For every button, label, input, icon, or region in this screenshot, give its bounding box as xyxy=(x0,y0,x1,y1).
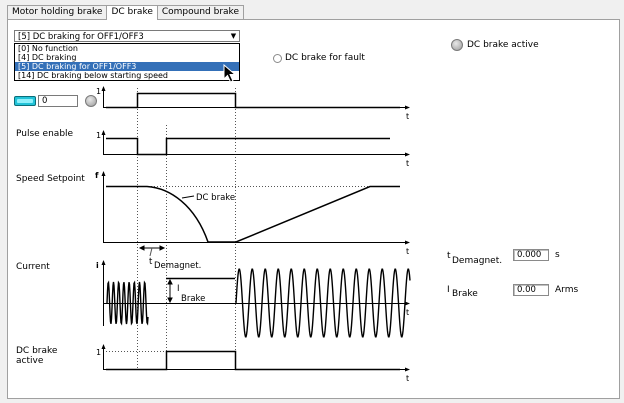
demagnet-arrow-right xyxy=(159,245,166,251)
dc-brake-for-fault-label: DC brake for fault xyxy=(285,53,365,63)
option-dc-braking[interactable]: [4] DC braking xyxy=(18,53,77,62)
axis-label-i: i xyxy=(96,261,99,270)
axis-label-t5: t xyxy=(406,374,409,383)
current-wave-before xyxy=(106,280,149,326)
axis-label-t1: t xyxy=(406,112,409,121)
command-input[interactable]: 0 xyxy=(38,95,78,107)
signal-speed xyxy=(106,185,400,243)
i-brake-sub: Brake xyxy=(452,289,478,299)
arrow-y-active xyxy=(101,344,106,349)
brake-i-label: I xyxy=(177,284,180,294)
signal-dc-brake-active xyxy=(106,350,400,371)
dc-brake-active-led xyxy=(451,39,463,51)
t-demagnet-t: t xyxy=(447,251,451,261)
demagnet-leader xyxy=(149,247,153,257)
arrow-x-pulse xyxy=(405,152,410,157)
i-brake-value: 0.00 xyxy=(513,284,549,296)
dc-brake-leader xyxy=(181,195,195,199)
dc-brake-active-led-label: DC brake active xyxy=(467,40,539,50)
axis-label-t2: t xyxy=(406,159,409,168)
current-label: Current xyxy=(16,262,50,272)
tab-dc-brake[interactable]: DC brake xyxy=(106,5,158,20)
axis-label-t4: t xyxy=(406,308,409,317)
brake-arrow-down xyxy=(167,297,173,304)
brake-sub-label: Brake xyxy=(181,294,205,304)
chevron-down-icon[interactable]: ▼ xyxy=(230,32,237,40)
demagnet-t-label: t xyxy=(149,257,153,267)
axis-label-1c: 1 xyxy=(96,348,101,357)
signal-command xyxy=(106,92,400,109)
demagnet-arrow-left xyxy=(138,245,145,251)
axis-label-1b: 1 xyxy=(96,131,101,140)
current-wave-after xyxy=(235,268,411,338)
mouse-pointer-icon xyxy=(223,64,237,83)
tab-panel xyxy=(7,19,620,399)
i-brake-unit: Arms xyxy=(555,285,579,295)
arrow-x-current xyxy=(405,301,410,306)
dc-brake-active-label-2: active xyxy=(16,356,44,366)
brake-function-options: [0] No function [4] DC braking [5] DC br… xyxy=(14,43,240,81)
option-dc-braking-off1-off3[interactable]: [5] DC braking for OFF1/OFF3 xyxy=(15,62,239,71)
option-dc-braking-below-start[interactable]: [14] DC braking below starting speed xyxy=(18,71,168,80)
brake-function-selected: [5] DC braking for OFF1/OFF3 xyxy=(18,32,144,42)
pulse-enable-label: Pulse enable xyxy=(16,129,74,139)
tab-bar: Motor holding brake DC brake Compound br… xyxy=(7,5,244,20)
axis-label-f: f xyxy=(95,171,99,180)
dc-brake-active-label-1: DC brake xyxy=(16,346,58,356)
command-toggle-button[interactable] xyxy=(14,96,36,106)
t-demagnet-unit: s xyxy=(555,250,560,260)
axis-label-t3: t xyxy=(406,247,409,256)
arrow-y-pulse xyxy=(101,130,106,135)
arrow-y-speed xyxy=(101,171,106,176)
arrow-y-current xyxy=(101,260,106,265)
dc-brake-curve-label: DC brake xyxy=(196,193,235,203)
arrow-y-command xyxy=(101,86,106,91)
arrow-x-speed xyxy=(405,240,410,245)
brake-arrow-up xyxy=(167,278,173,285)
arrow-x-active xyxy=(405,367,410,372)
brake-function-select[interactable]: [5] DC braking for OFF1/OFF3 ▼ xyxy=(14,30,240,42)
arrow-x-command xyxy=(405,105,410,110)
command-led xyxy=(85,95,97,107)
demagnet-sub-label: Demagnet. xyxy=(154,261,201,271)
dc-brake-for-fault-radio[interactable] xyxy=(273,54,282,63)
axis-label-1: 1 xyxy=(96,87,101,96)
speed-setpoint-label: Speed Setpoint xyxy=(16,174,85,184)
signal-pulse-enable xyxy=(106,137,390,156)
t-demagnet-value: 0.000 xyxy=(513,249,549,261)
option-no-function[interactable]: [0] No function xyxy=(18,44,78,53)
i-brake-i: I xyxy=(447,285,450,295)
t-demagnet-sub: Demagnet. xyxy=(452,256,503,266)
